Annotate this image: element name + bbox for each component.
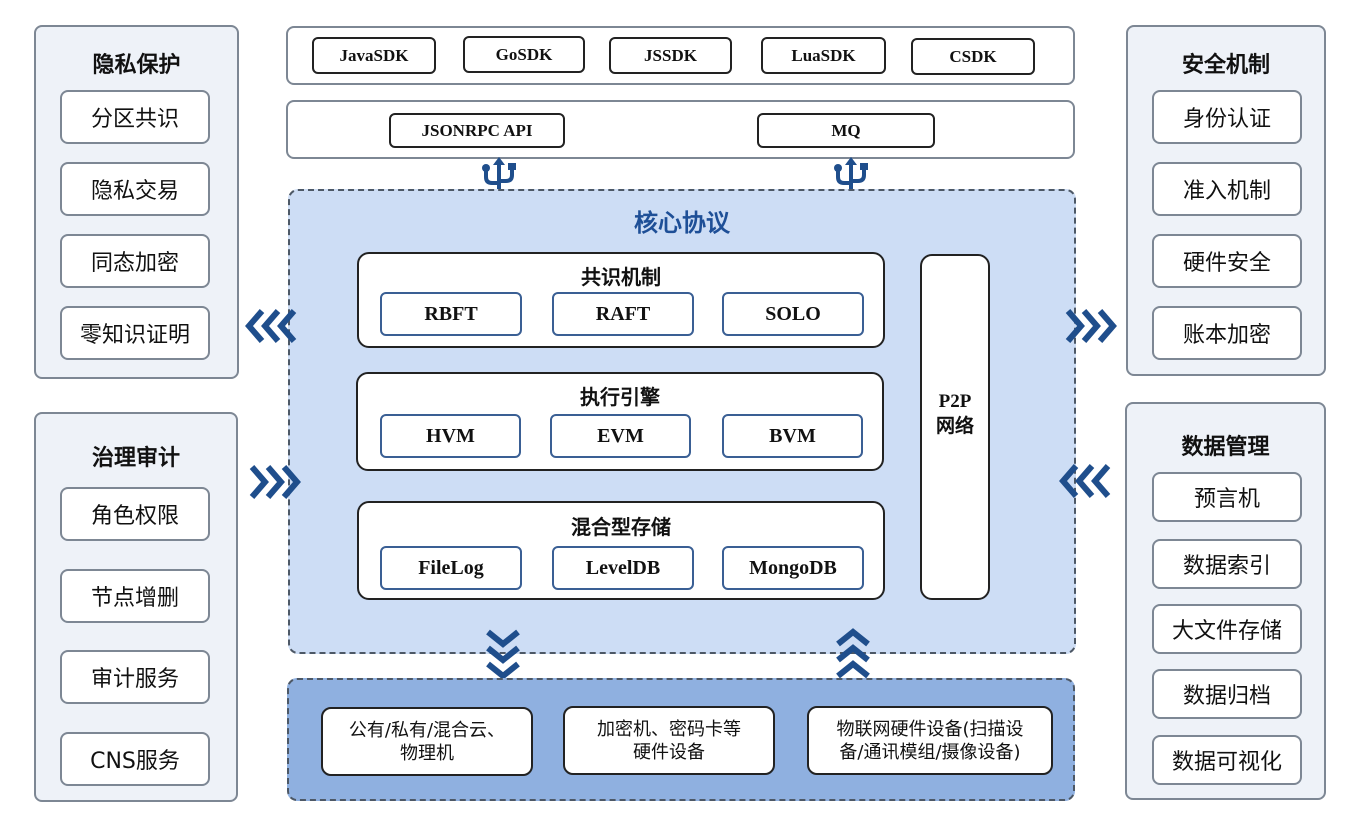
sdk-c: CSDK <box>911 38 1035 75</box>
governance-item: 角色权限 <box>60 487 210 541</box>
security-item: 准入机制 <box>1152 162 1302 216</box>
consensus-item: RAFT <box>552 292 694 336</box>
sdk-js: JSSDK <box>609 37 732 74</box>
consensus-module: 共识机制 RBFT RAFT SOLO <box>357 252 885 348</box>
crypto-hardware-line1: 加密机、密码卡等 <box>597 718 741 740</box>
p2p-network-module: P2P 网络 <box>920 254 990 600</box>
sdk-go: GoSDK <box>463 36 585 73</box>
cloud-physical-item: 公有/私有/混合云、 物理机 <box>321 707 533 776</box>
privacy-panel-title: 隐私保护 <box>92 53 181 78</box>
execution-engine-item: BVM <box>722 414 863 458</box>
security-panel: 安全机制 身份认证 准入机制 硬件安全 账本加密 <box>1126 25 1326 376</box>
api-mq: MQ <box>757 113 935 148</box>
iot-hardware-item: 物联网硬件设备(扫描设 备/通讯模组/摄像设备) <box>807 706 1053 775</box>
p2p-label: P2P <box>938 391 972 412</box>
chevrons-left-icon <box>245 309 297 343</box>
p2p-network-label: 网络 <box>935 415 974 437</box>
chevrons-left-icon <box>1059 464 1111 498</box>
security-panel-title: 安全机制 <box>1181 53 1270 78</box>
iot-hardware-line1: 物联网硬件设备(扫描设 <box>836 718 1024 740</box>
hybrid-storage-module: 混合型存储 FileLog LevelDB MongoDB <box>357 501 885 600</box>
usb-icon <box>482 157 516 202</box>
core-protocol-title: 核心协议 <box>634 209 730 237</box>
data-management-panel: 数据管理 预言机 数据索引 大文件存储 数据归档 数据可视化 <box>1125 402 1326 800</box>
execution-engine-module: 执行引擎 HVM EVM BVM <box>356 372 884 471</box>
chevrons-up-icon <box>836 628 870 679</box>
chevrons-right-icon <box>1065 309 1117 343</box>
chevrons-right-icon <box>249 465 301 499</box>
hybrid-storage-item: MongoDB <box>722 546 864 590</box>
security-item: 账本加密 <box>1152 306 1302 360</box>
consensus-module-title: 共识机制 <box>581 265 661 289</box>
data-management-item: 数据可视化 <box>1152 735 1302 785</box>
crypto-hardware-item: 加密机、密码卡等 硬件设备 <box>563 706 775 775</box>
security-item: 硬件安全 <box>1152 234 1302 288</box>
data-management-panel-title: 数据管理 <box>1181 435 1270 460</box>
sdk-lua: LuaSDK <box>761 37 886 74</box>
consensus-item: RBFT <box>380 292 522 336</box>
privacy-item: 零知识证明 <box>60 306 210 360</box>
security-item: 身份认证 <box>1152 90 1302 144</box>
chevrons-down-icon <box>486 629 520 680</box>
hybrid-storage-item: LevelDB <box>552 546 694 590</box>
execution-engine-item: HVM <box>380 414 521 458</box>
consensus-item: SOLO <box>722 292 864 336</box>
iot-hardware-line2: 备/通讯模组/摄像设备) <box>839 741 1021 763</box>
execution-engine-module-title: 执行引擎 <box>580 385 660 409</box>
privacy-item: 同态加密 <box>60 234 210 288</box>
cloud-physical-line2: 物理机 <box>400 742 454 764</box>
api-jsonrpc: JSONRPC API <box>389 113 565 148</box>
data-management-item: 预言机 <box>1152 472 1302 522</box>
hybrid-storage-module-title: 混合型存储 <box>571 515 671 539</box>
execution-engine-item: EVM <box>550 414 691 458</box>
privacy-item: 隐私交易 <box>60 162 210 216</box>
governance-item: 节点增删 <box>60 569 210 623</box>
crypto-hardware-line2: 硬件设备 <box>633 741 705 763</box>
governance-panel: 治理审计 角色权限 节点增删 审计服务 CNS服务 <box>34 412 238 802</box>
data-management-item: 大文件存储 <box>1152 604 1302 654</box>
cloud-physical-line1: 公有/私有/混合云、 <box>348 719 506 741</box>
data-management-item: 数据索引 <box>1152 539 1302 589</box>
sdk-java: JavaSDK <box>312 37 436 74</box>
privacy-item: 分区共识 <box>60 90 210 144</box>
hybrid-storage-item: FileLog <box>380 546 522 590</box>
governance-item: CNS服务 <box>60 732 210 786</box>
data-management-item: 数据归档 <box>1152 669 1302 719</box>
governance-panel-title: 治理审计 <box>91 446 180 471</box>
privacy-panel: 隐私保护 分区共识 隐私交易 同态加密 零知识证明 <box>34 25 239 379</box>
governance-item: 审计服务 <box>60 650 210 704</box>
